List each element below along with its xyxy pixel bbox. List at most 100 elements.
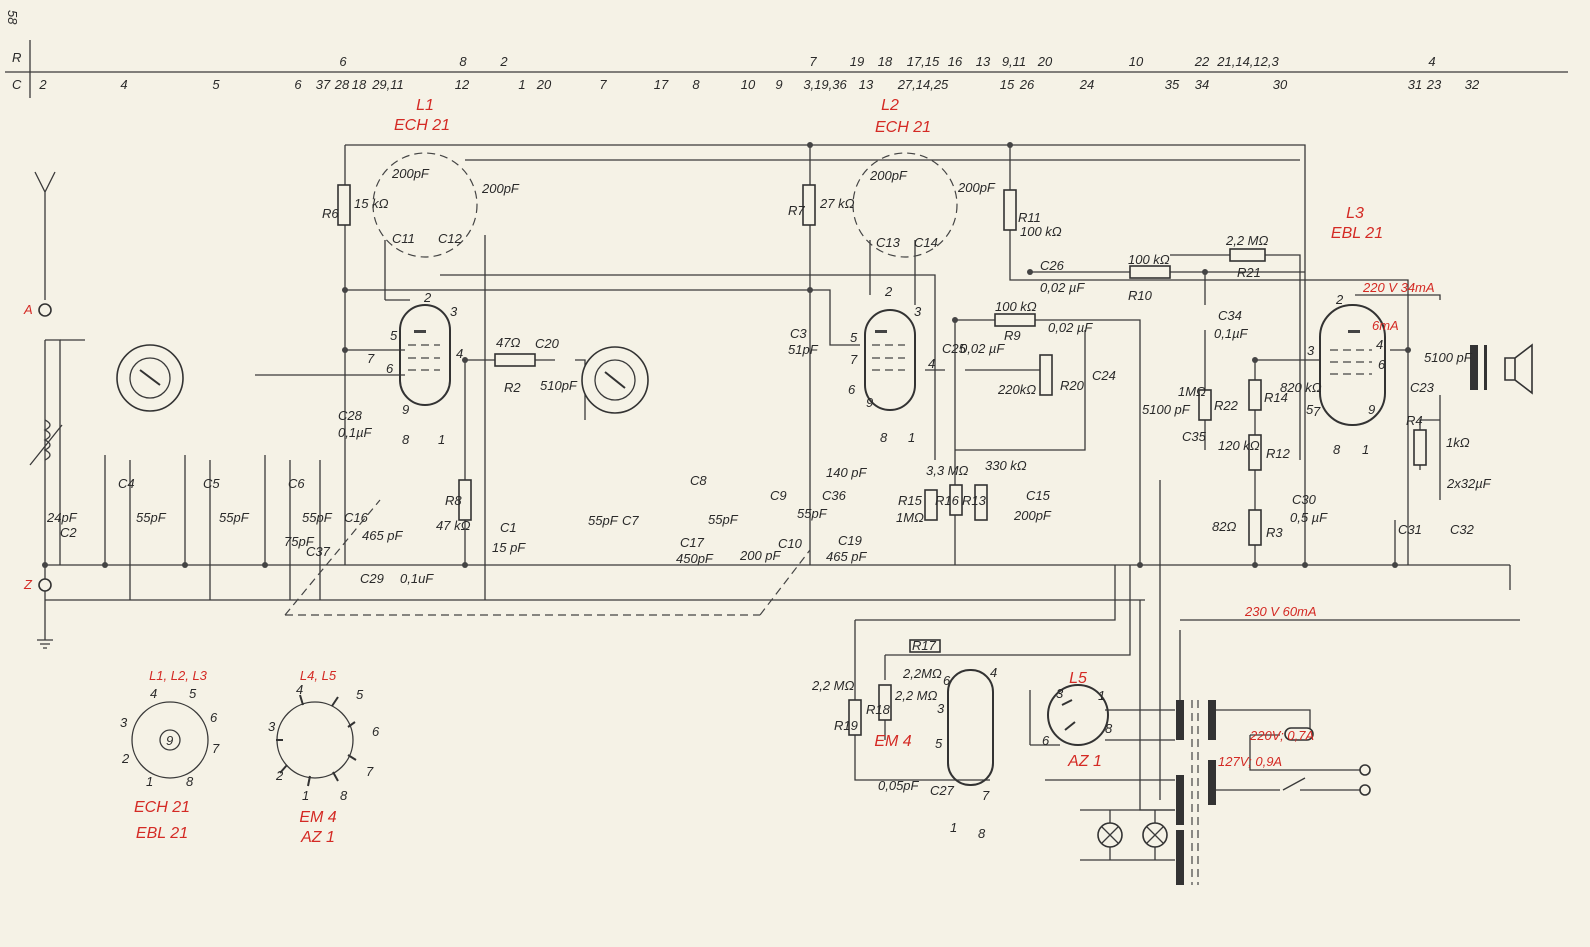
label-r8: R8 bbox=[445, 493, 462, 508]
tube-em4 bbox=[947, 669, 994, 786]
label-r15-value: 1MΩ bbox=[896, 510, 924, 525]
tube-l2-pins: 2 3 5 7 6 4 9 8 1 bbox=[848, 284, 935, 445]
label-c10: C10 bbox=[778, 536, 803, 551]
label-c35: C35 bbox=[1182, 429, 1207, 444]
pin-number: 4 bbox=[296, 682, 303, 697]
label-r3: R3 bbox=[1266, 525, 1283, 540]
pin-number: 5 bbox=[390, 328, 398, 343]
ruler-r-tick: 6 bbox=[339, 54, 347, 69]
pin-diagram-1-title: L1, L2, L3 bbox=[149, 668, 208, 683]
reference-ruler: R C 6 8 2 7 19 18 17,15 16 13 9,11 20 10… bbox=[5, 40, 1568, 98]
pin-number: 5 bbox=[1306, 402, 1314, 417]
ruler-r-tick: 4 bbox=[1428, 54, 1435, 69]
ruler-c-tick: 34 bbox=[1195, 77, 1209, 92]
label-c1-value: 15 pF bbox=[492, 540, 526, 555]
ruler-c-tick: 18 bbox=[352, 77, 367, 92]
label-c26: C26 bbox=[1040, 258, 1065, 273]
label-c13: C13 bbox=[876, 235, 901, 250]
label-r9: R9 bbox=[1004, 328, 1021, 343]
hv-supply-label: 230 V 60mA bbox=[1244, 604, 1317, 619]
label-r2-value: 47Ω bbox=[496, 335, 520, 350]
tube-em4-type: EM 4 bbox=[874, 733, 911, 750]
label-c6: C6 bbox=[288, 476, 305, 491]
ruler-r-tick: 18 bbox=[878, 54, 893, 69]
ruler-c-tick: 12 bbox=[455, 77, 470, 92]
label-c31: C31 bbox=[1398, 522, 1422, 537]
l3-screen-current: 6mA bbox=[1372, 318, 1399, 333]
label-c5: C5 bbox=[203, 476, 220, 491]
antenna-terminal-label: A bbox=[23, 302, 33, 317]
output-transformer-icon bbox=[1470, 345, 1487, 390]
label-c25-value: 0,02 µF bbox=[960, 341, 1005, 356]
ruler-c-tick: 17 bbox=[654, 77, 669, 92]
band-switch-2 bbox=[581, 346, 649, 414]
pin-number: 3 bbox=[450, 304, 458, 319]
tube-az1-pins: 3 1 6 8 bbox=[1042, 686, 1113, 748]
pin-number: 8 bbox=[186, 774, 194, 789]
pin-number: 9 bbox=[166, 733, 173, 748]
label-c2-value: 24pF bbox=[46, 510, 78, 525]
label-r20-value: 220kΩ bbox=[997, 382, 1036, 397]
label-c14: C14 bbox=[914, 235, 938, 250]
pin-number: 3 bbox=[120, 715, 128, 730]
mains-127-label: 127V; 0,9A bbox=[1218, 754, 1282, 769]
tube-l1-type: ECH 21 bbox=[394, 117, 450, 134]
ruler-r-tick: 2 bbox=[499, 54, 508, 69]
fuse-icon bbox=[1284, 727, 1314, 741]
if-filter-2-shield bbox=[852, 152, 958, 258]
pin-number: 7 bbox=[367, 351, 375, 366]
tube-l3 bbox=[1319, 304, 1386, 426]
ruler-c-tick: 28 bbox=[334, 77, 350, 92]
label-c14-value: 200pF bbox=[957, 180, 996, 195]
pin-number: 7 bbox=[1313, 404, 1321, 419]
label-r7: R7 bbox=[788, 203, 805, 218]
label-c31-c32-value: 2x32µF bbox=[1446, 476, 1492, 491]
pin-number: 5 bbox=[850, 330, 858, 345]
label-c3-value: 51pF bbox=[788, 342, 819, 357]
label-r19: R19 bbox=[834, 718, 858, 733]
ruler-c-tick: 5 bbox=[212, 77, 220, 92]
pin-number: 6 bbox=[848, 382, 856, 397]
label-c29-value: 0,1uF bbox=[400, 571, 434, 586]
label-c36: C36 bbox=[822, 488, 847, 503]
pin-number: 8 bbox=[978, 826, 986, 841]
ruler-c-tick: 2 bbox=[38, 77, 47, 92]
pin-number: 4 bbox=[456, 346, 463, 361]
pin-number: 3 bbox=[1056, 686, 1064, 701]
label-r13-value: 330 kΩ bbox=[985, 458, 1027, 473]
label-r22-value: 1MΩ bbox=[1178, 384, 1206, 399]
label-c30: C30 bbox=[1292, 492, 1317, 507]
label-c16: C16 bbox=[344, 510, 369, 525]
label-c13-value: 200pF bbox=[869, 168, 908, 183]
ruler-c-ticks: 2 4 5 6 37 28 18 29,11 12 1 20 7 17 8 10… bbox=[38, 77, 1480, 92]
label-r22: R22 bbox=[1214, 398, 1239, 413]
label-c29: C29 bbox=[360, 571, 384, 586]
label-r10: R10 bbox=[1128, 288, 1153, 303]
label-c7: C7 bbox=[622, 513, 639, 528]
tube-em4-pins: 6 4 3 5 7 1 8 bbox=[935, 665, 997, 841]
pin-number: 8 bbox=[1105, 721, 1113, 736]
ruler-c-tick: 15 bbox=[1000, 77, 1015, 92]
ruler-c-tick: 13 bbox=[859, 77, 874, 92]
ruler-c-tick: 9 bbox=[775, 77, 782, 92]
label-r16-value: 3,3 MΩ bbox=[926, 463, 969, 478]
label-c26-value: 0,02 µF bbox=[1040, 280, 1085, 295]
pin-number: 7 bbox=[982, 788, 990, 803]
label-c37-value: 75pF bbox=[284, 534, 315, 549]
label-c23: C23 bbox=[1410, 380, 1435, 395]
ruler-c-tick: 6 bbox=[294, 77, 302, 92]
label-c7-value: 55pF bbox=[588, 513, 619, 528]
label-c9: C9 bbox=[770, 488, 787, 503]
label-c34-value: 0,1µF bbox=[1214, 326, 1249, 341]
pin-diagram-2-type: EM 4 bbox=[299, 809, 336, 826]
antenna-icon bbox=[34, 171, 56, 300]
pin-number: 3 bbox=[1307, 343, 1315, 358]
label-r2: R2 bbox=[504, 380, 521, 395]
label-r20: R20 bbox=[1060, 378, 1085, 393]
pin-diagram-ech21-ebl21: L1, L2, L3 ECH 21 EBL 21 1 2 3 4 5 6 7 8… bbox=[120, 668, 220, 842]
wiring bbox=[44, 144, 1520, 861]
pin-number: 6 bbox=[1042, 733, 1050, 748]
ruler-r-tick: 19 bbox=[850, 54, 864, 69]
pin-number: 6 bbox=[1378, 357, 1386, 372]
pin-number: 1 bbox=[146, 774, 153, 789]
